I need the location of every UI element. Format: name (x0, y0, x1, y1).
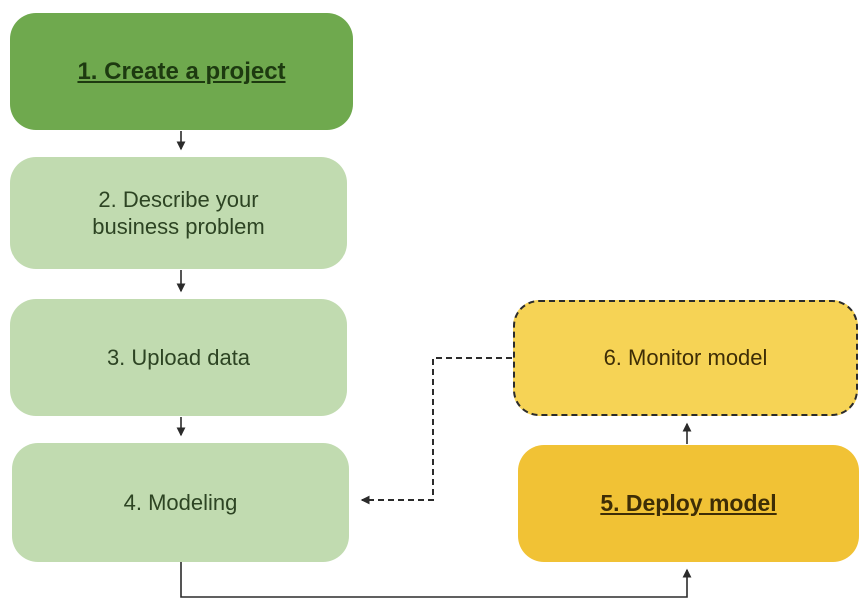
arrow-modeling-to-deploy (180, 562, 692, 598)
node-upload-data-label: 3. Upload data (106, 344, 251, 370)
node-describe-business-problem: 2. Describe your business problem (10, 157, 347, 269)
node-create-project: 1. Create a project (10, 13, 353, 130)
node-monitor-model-label: 6. Monitor model (603, 345, 768, 371)
node-deploy-model: 5. Deploy model (518, 445, 859, 562)
node-describe-business-problem-label: 2. Describe your business problem (92, 186, 265, 240)
node-modeling-label: 4. Modeling (123, 489, 238, 515)
arrow-monitor-to-modeling-dashed (360, 357, 512, 505)
node-deploy-model-label: 5. Deploy model (600, 490, 777, 517)
node-upload-data: 3. Upload data (10, 299, 347, 416)
node-modeling: 4. Modeling (12, 443, 349, 562)
node-monitor-model: 6. Monitor model (513, 300, 858, 416)
node-create-project-label: 1. Create a project (77, 57, 286, 85)
